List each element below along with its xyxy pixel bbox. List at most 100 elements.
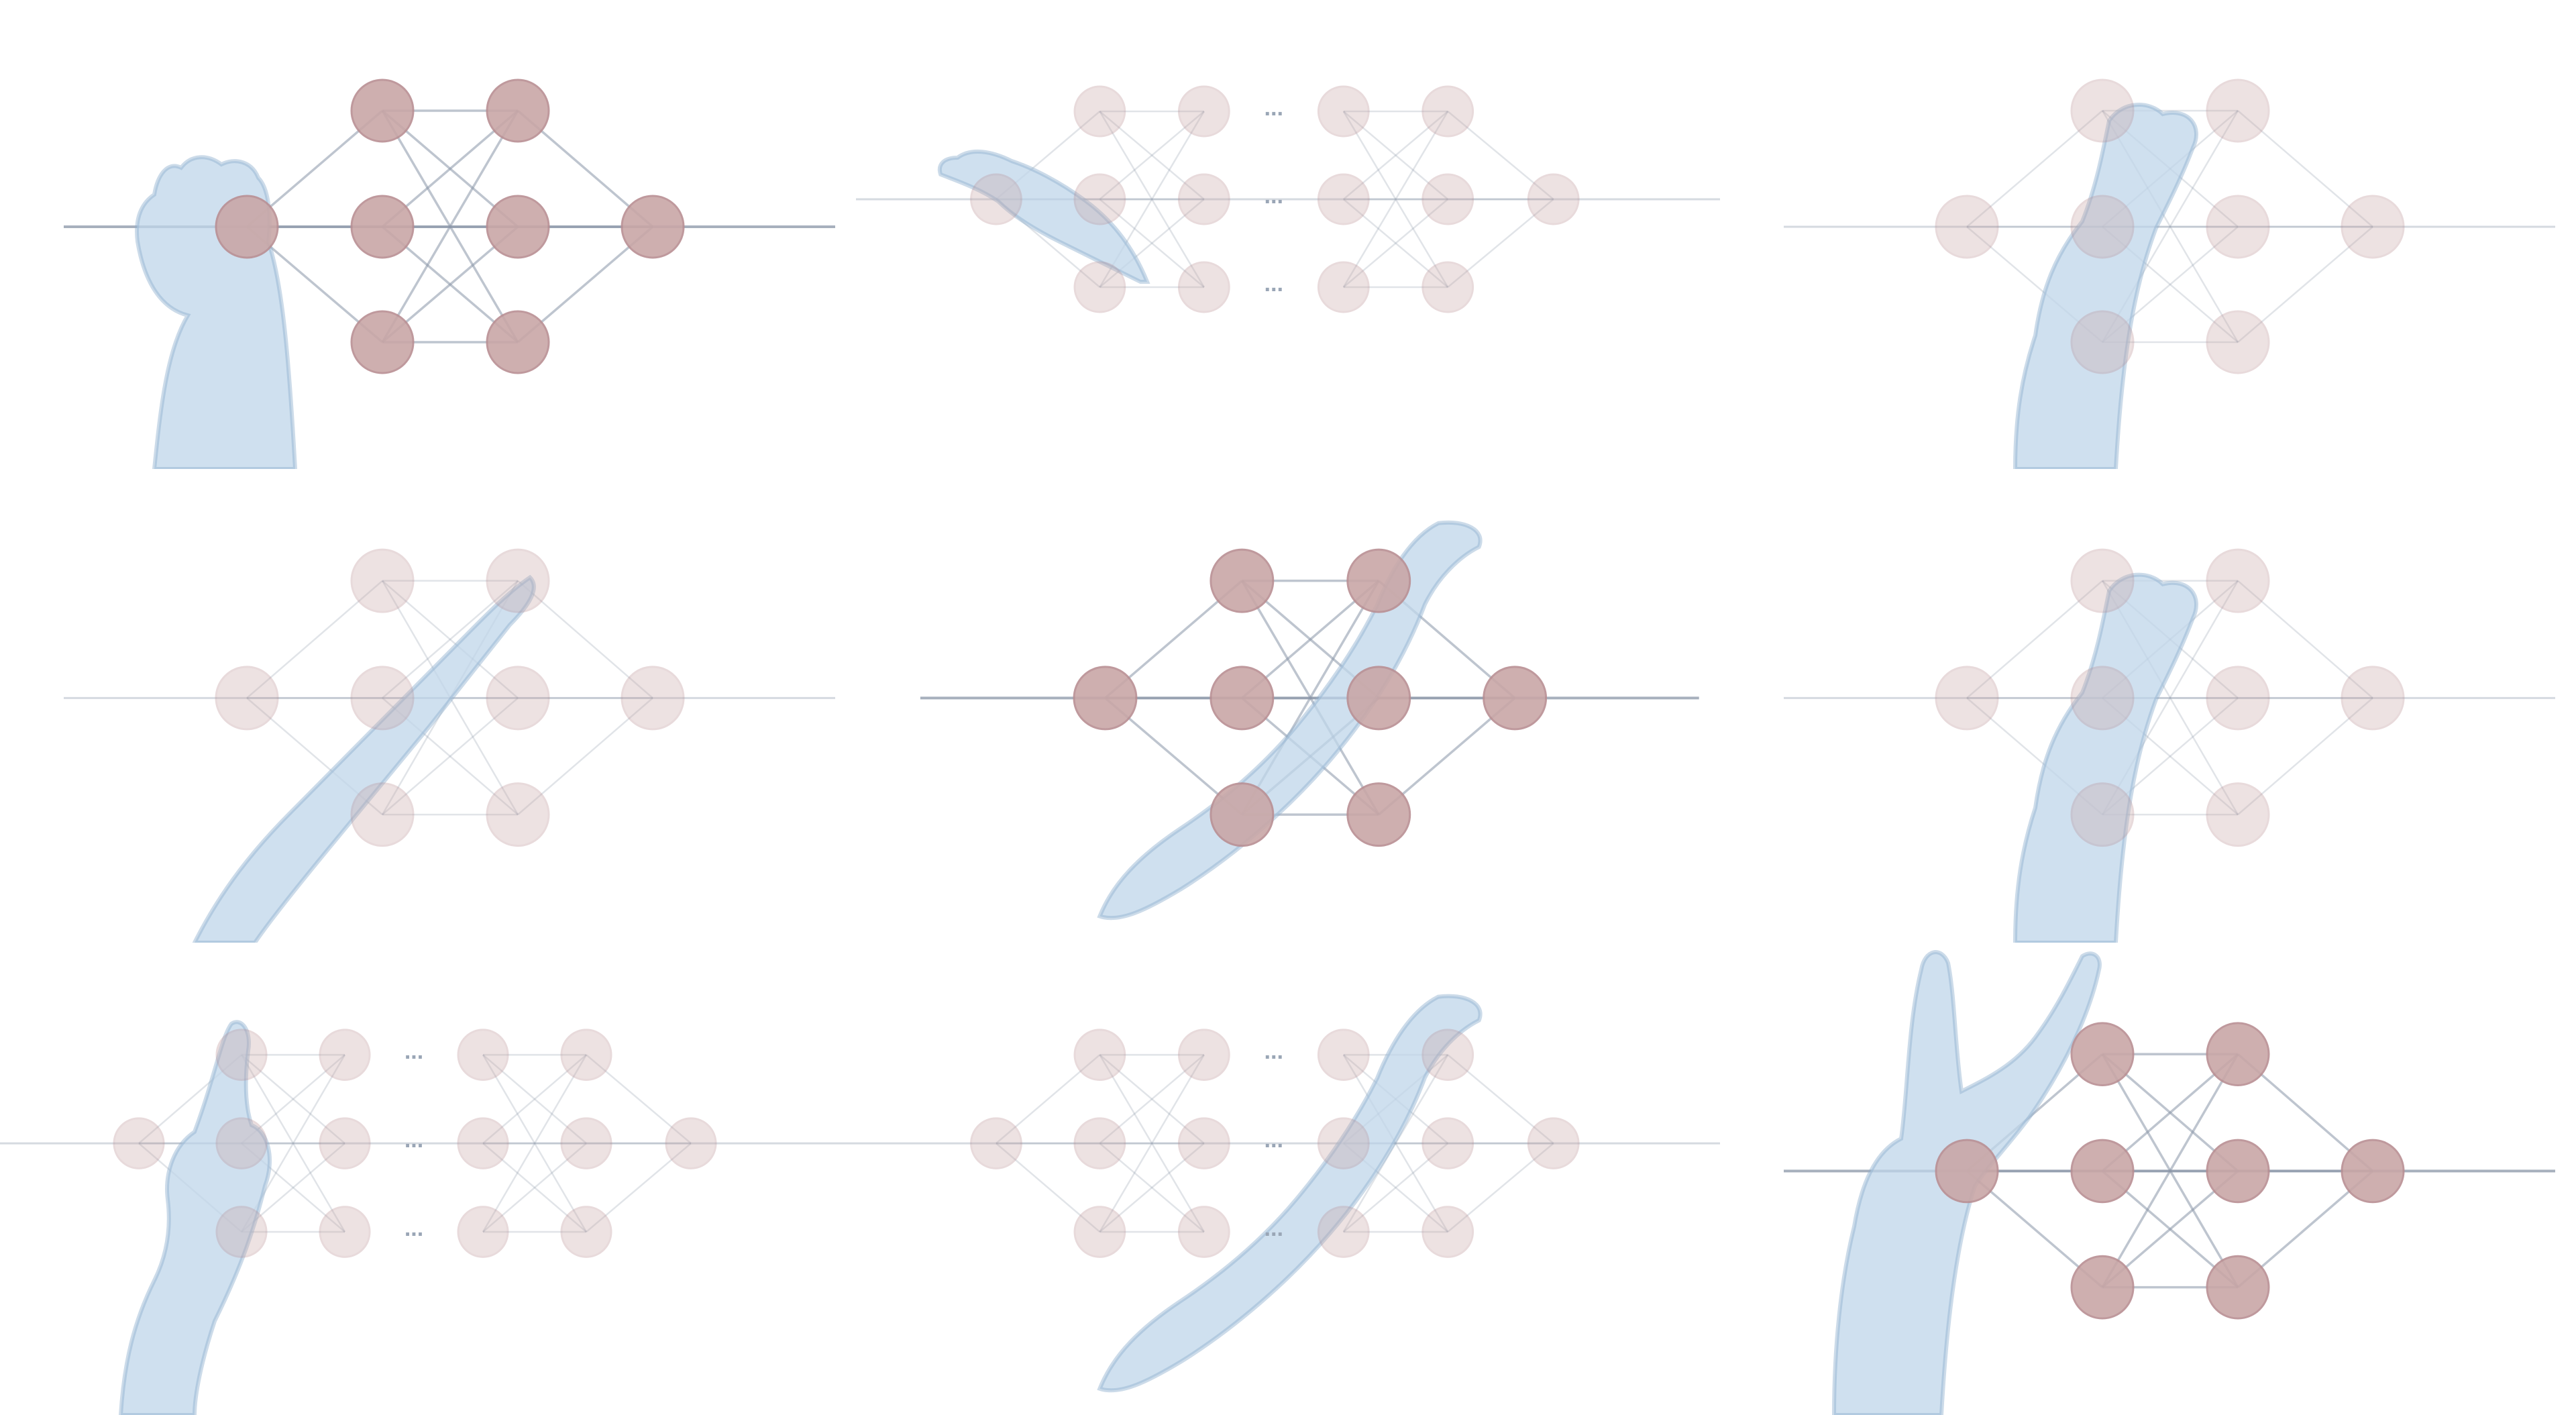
- network-edge: [1099, 1143, 1205, 1233]
- network-edge: [1342, 1054, 1449, 1233]
- network-edge: [1447, 1054, 1554, 1145]
- network-node: [350, 548, 415, 613]
- network-node: [486, 78, 550, 143]
- network-node: [1421, 261, 1474, 313]
- hand-silhouette: [1099, 996, 1481, 1391]
- network-node: [1935, 1139, 1999, 1204]
- network-node: [350, 666, 415, 731]
- network-node: [1177, 85, 1230, 138]
- ellipsis-dots: ...: [405, 1039, 423, 1064]
- network-figure: [64, 78, 835, 469]
- network-node: [215, 666, 279, 731]
- nodes: [1935, 548, 2405, 847]
- network-node: [621, 195, 685, 259]
- ellipsis-dots: ...: [405, 1127, 423, 1153]
- network-node: [1527, 173, 1580, 225]
- network-edge: [1447, 1143, 1554, 1233]
- network-node: [2341, 1139, 2405, 1204]
- network-edge: [1342, 111, 1449, 200]
- network-node: [2341, 666, 2405, 731]
- network-edge: [382, 697, 519, 816]
- hand-outline: [192, 574, 536, 943]
- network-edge: [246, 580, 383, 699]
- nodes: [113, 1029, 717, 1258]
- ellipsis-dots: ...: [1264, 271, 1283, 297]
- hand-silhouette: [939, 151, 1148, 282]
- network-edge: [517, 697, 653, 816]
- hand-silhouette: [2015, 574, 2196, 943]
- hand-outline: [118, 1020, 272, 1415]
- network-figure: [1784, 950, 2555, 1415]
- network-node: [560, 1029, 612, 1081]
- network-figure: [1784, 78, 2555, 469]
- panel-r2c3: [1720, 469, 2576, 943]
- network-node: [1317, 1029, 1370, 1081]
- panel-r3c2: .........: [856, 943, 1720, 1415]
- network-node: [2070, 1139, 2135, 1204]
- network-edge: [1342, 199, 1449, 288]
- network-node: [1177, 1206, 1230, 1258]
- network-edge: [586, 1143, 692, 1233]
- network-node: [2206, 195, 2270, 259]
- nodes: [970, 1029, 1580, 1258]
- network-edge: [482, 1054, 587, 1145]
- network-edge: [382, 580, 519, 699]
- nodes: [215, 548, 685, 847]
- network-node: [113, 1117, 165, 1169]
- network-edge: [482, 1054, 587, 1145]
- network-node: [1317, 1117, 1370, 1169]
- network-edge: [241, 1143, 345, 1233]
- network-edge: [1966, 580, 2103, 699]
- edges: [246, 109, 654, 344]
- panel-r3c1: .........: [0, 943, 856, 1415]
- network-node: [1317, 261, 1370, 313]
- network-edge: [586, 1054, 692, 1145]
- network-edge: [1099, 1054, 1205, 1145]
- network-node: [2070, 1022, 2135, 1087]
- panel-r2c2: [856, 469, 1720, 943]
- network-node: [1527, 1117, 1580, 1169]
- network-node: [1177, 173, 1230, 225]
- network-node: [1073, 173, 1126, 225]
- network-node: [970, 173, 1022, 225]
- network-node: [1177, 261, 1230, 313]
- network-node: [457, 1117, 509, 1169]
- network-edge: [1342, 111, 1449, 200]
- panel-r2c1: [0, 469, 856, 943]
- network-node: [1073, 261, 1126, 313]
- network-node: [1346, 548, 1411, 613]
- hand-outline: [1831, 950, 2102, 1415]
- network-node: [1317, 1206, 1370, 1258]
- network-edge: [1447, 199, 1554, 288]
- network-figure: .........: [0, 1020, 856, 1415]
- network-edge: [482, 1054, 588, 1233]
- panel-r1c1: [0, 0, 856, 469]
- network-node: [2070, 548, 2135, 613]
- network-edge: [2237, 226, 2373, 343]
- ellipsis-dots: ...: [1264, 95, 1283, 121]
- network-node: [1346, 666, 1411, 731]
- ellipsis-dots: ...: [405, 1216, 423, 1241]
- network-node: [350, 782, 415, 847]
- network-edge: [1099, 1054, 1205, 1145]
- network-node: [2070, 78, 2135, 143]
- network-node: [970, 1117, 1022, 1169]
- network-edge: [1342, 111, 1449, 288]
- network-node: [2206, 310, 2270, 374]
- hand-silhouette: [1099, 522, 1481, 919]
- hand-outline: [2012, 103, 2198, 469]
- network-edge: [996, 1143, 1101, 1233]
- network-figure: [920, 520, 1699, 921]
- network-node: [2206, 1022, 2270, 1087]
- network-node: [319, 1117, 371, 1169]
- nodes: [1935, 1022, 2405, 1320]
- network-node: [2206, 78, 2270, 143]
- network-edge: [1342, 1143, 1449, 1233]
- network-edge: [381, 110, 519, 343]
- network-edge: [1099, 111, 1205, 288]
- network-edge: [241, 1054, 345, 1145]
- hand-outline: [135, 155, 298, 469]
- network-figure: [1784, 548, 2555, 943]
- network-node: [1421, 1117, 1474, 1169]
- network-edge: [1099, 1143, 1205, 1233]
